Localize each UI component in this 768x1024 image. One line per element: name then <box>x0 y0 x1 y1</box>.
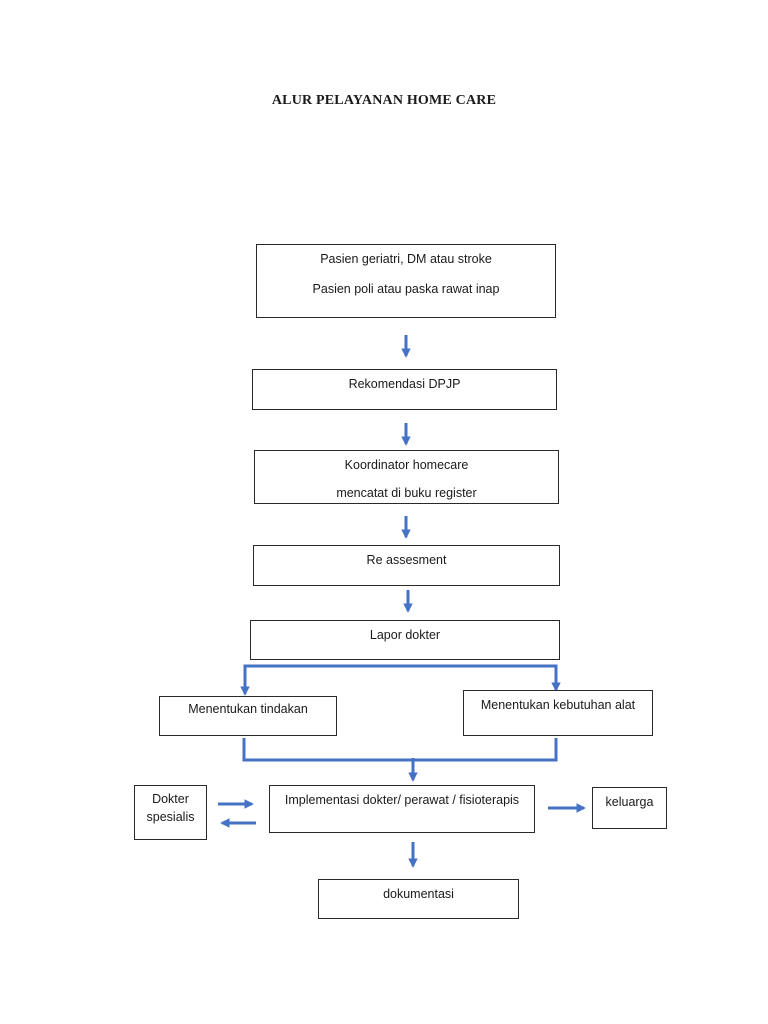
equipment-box: Menentukan kebutuhan alat <box>463 690 653 736</box>
patients-box: Pasien geriatri, DM atau stroke Pasien p… <box>256 244 556 318</box>
report-label: Lapor dokter <box>369 628 441 642</box>
split-connector <box>243 664 558 690</box>
reassessment-label: Re assesment <box>366 553 447 567</box>
equipment-label: Menentukan kebutuhan alat <box>480 698 636 712</box>
patients-line-2: Pasien poli atau paska rawat inap <box>312 282 500 296</box>
coordinator-line-1: Koordinator homecare <box>344 458 469 472</box>
action-label: Menentukan tindakan <box>188 702 308 716</box>
reassessment-box: Re assesment <box>253 545 560 586</box>
report-box: Lapor dokter <box>250 620 560 660</box>
implementation-box: Implementasi dokter/ perawat / fisiotera… <box>269 785 535 833</box>
family-box: keluarga <box>592 787 667 829</box>
recommendation-label: Rekomendasi DPJP <box>348 377 461 391</box>
documentation-box: dokumentasi <box>318 879 519 919</box>
recommendation-box: Rekomendasi DPJP <box>252 369 557 410</box>
specialist-line-1: Dokter <box>152 792 189 806</box>
merge-connector <box>242 738 558 762</box>
coordinator-line-2: mencatat di buku register <box>336 486 477 500</box>
implementation-label: Implementasi dokter/ perawat / fisiotera… <box>284 793 520 807</box>
documentation-label: dokumentasi <box>383 887 454 901</box>
page-title: ALUR PELAYANAN HOME CARE <box>271 93 497 108</box>
specialist-line-2: spesialis <box>146 810 195 824</box>
coordinator-box: Koordinator homecare mencatat di buku re… <box>254 450 559 504</box>
family-label: keluarga <box>605 795 654 809</box>
specialist-box: Dokter spesialis <box>134 785 207 840</box>
patients-line-1: Pasien geriatri, DM atau stroke <box>320 252 492 266</box>
action-box: Menentukan tindakan <box>159 696 337 736</box>
